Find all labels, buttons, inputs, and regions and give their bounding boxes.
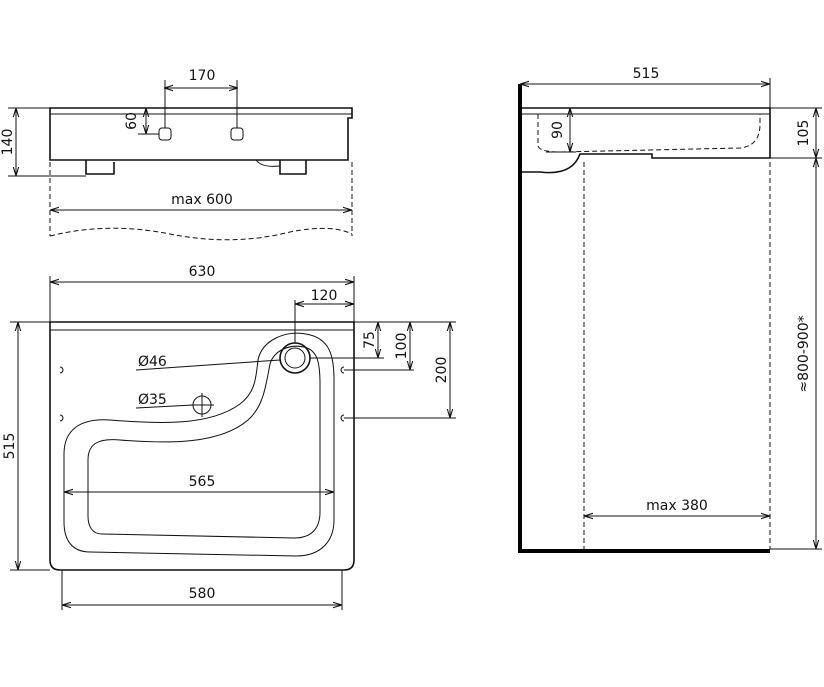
front-foot-left <box>85 160 115 175</box>
max600-wave <box>49 227 353 241</box>
dim-515-label: 515 <box>2 433 18 460</box>
dim-140-label: 140 <box>0 129 16 156</box>
d46-leader <box>135 359 281 371</box>
dim-100-label: 100 <box>394 333 410 360</box>
front-hole-right <box>230 127 244 141</box>
max380-label: max 380 <box>646 498 708 514</box>
dim-565-label: 565 <box>189 474 216 490</box>
fix-hole-left-top <box>59 366 64 374</box>
top-basin-outline <box>49 321 355 571</box>
fix-hole-right-bottom <box>340 414 345 422</box>
max600-label: max 600 <box>171 192 233 208</box>
dim-75-label: 75 <box>362 331 378 349</box>
dim-800-label: ≈800-900* <box>796 315 812 392</box>
dim-580-label: 580 <box>189 586 216 602</box>
d46-label: Ø46 <box>138 354 167 370</box>
side-bowl-inner <box>537 114 761 153</box>
d35-leader <box>135 404 194 409</box>
front-foot-right <box>279 160 307 175</box>
front-view: 170 60 140 max 600 <box>0 68 353 241</box>
front-basin-outline <box>49 107 353 161</box>
side-basin-outline <box>522 107 771 174</box>
d35-label: Ø35 <box>138 392 167 408</box>
bowl-inner-curve <box>87 345 321 539</box>
dim-105-label: 105 <box>796 120 812 147</box>
fix-hole-left-bottom <box>59 414 64 422</box>
tap-hole-inner <box>284 347 306 369</box>
dim-170-label: 170 <box>189 68 216 84</box>
bowl-outer-curve <box>63 332 335 557</box>
dim-630-label: 630 <box>189 264 216 280</box>
front-drain-curve <box>255 159 281 167</box>
top-view: 630 120 75 100 200 Ø46 Ø35 565 515 <box>2 264 456 610</box>
front-hole-left <box>158 127 172 141</box>
dim-60-label: 60 <box>124 112 140 130</box>
dim-side515-label: 515 <box>633 66 660 82</box>
dim-120-label: 120 <box>311 288 338 304</box>
fix-hole-right-top <box>340 366 345 374</box>
dim-90-label: 90 <box>550 121 566 139</box>
side-view: 515 90 105 ≈800-900* max 380 <box>518 66 822 553</box>
dim-200-label: 200 <box>434 357 450 384</box>
